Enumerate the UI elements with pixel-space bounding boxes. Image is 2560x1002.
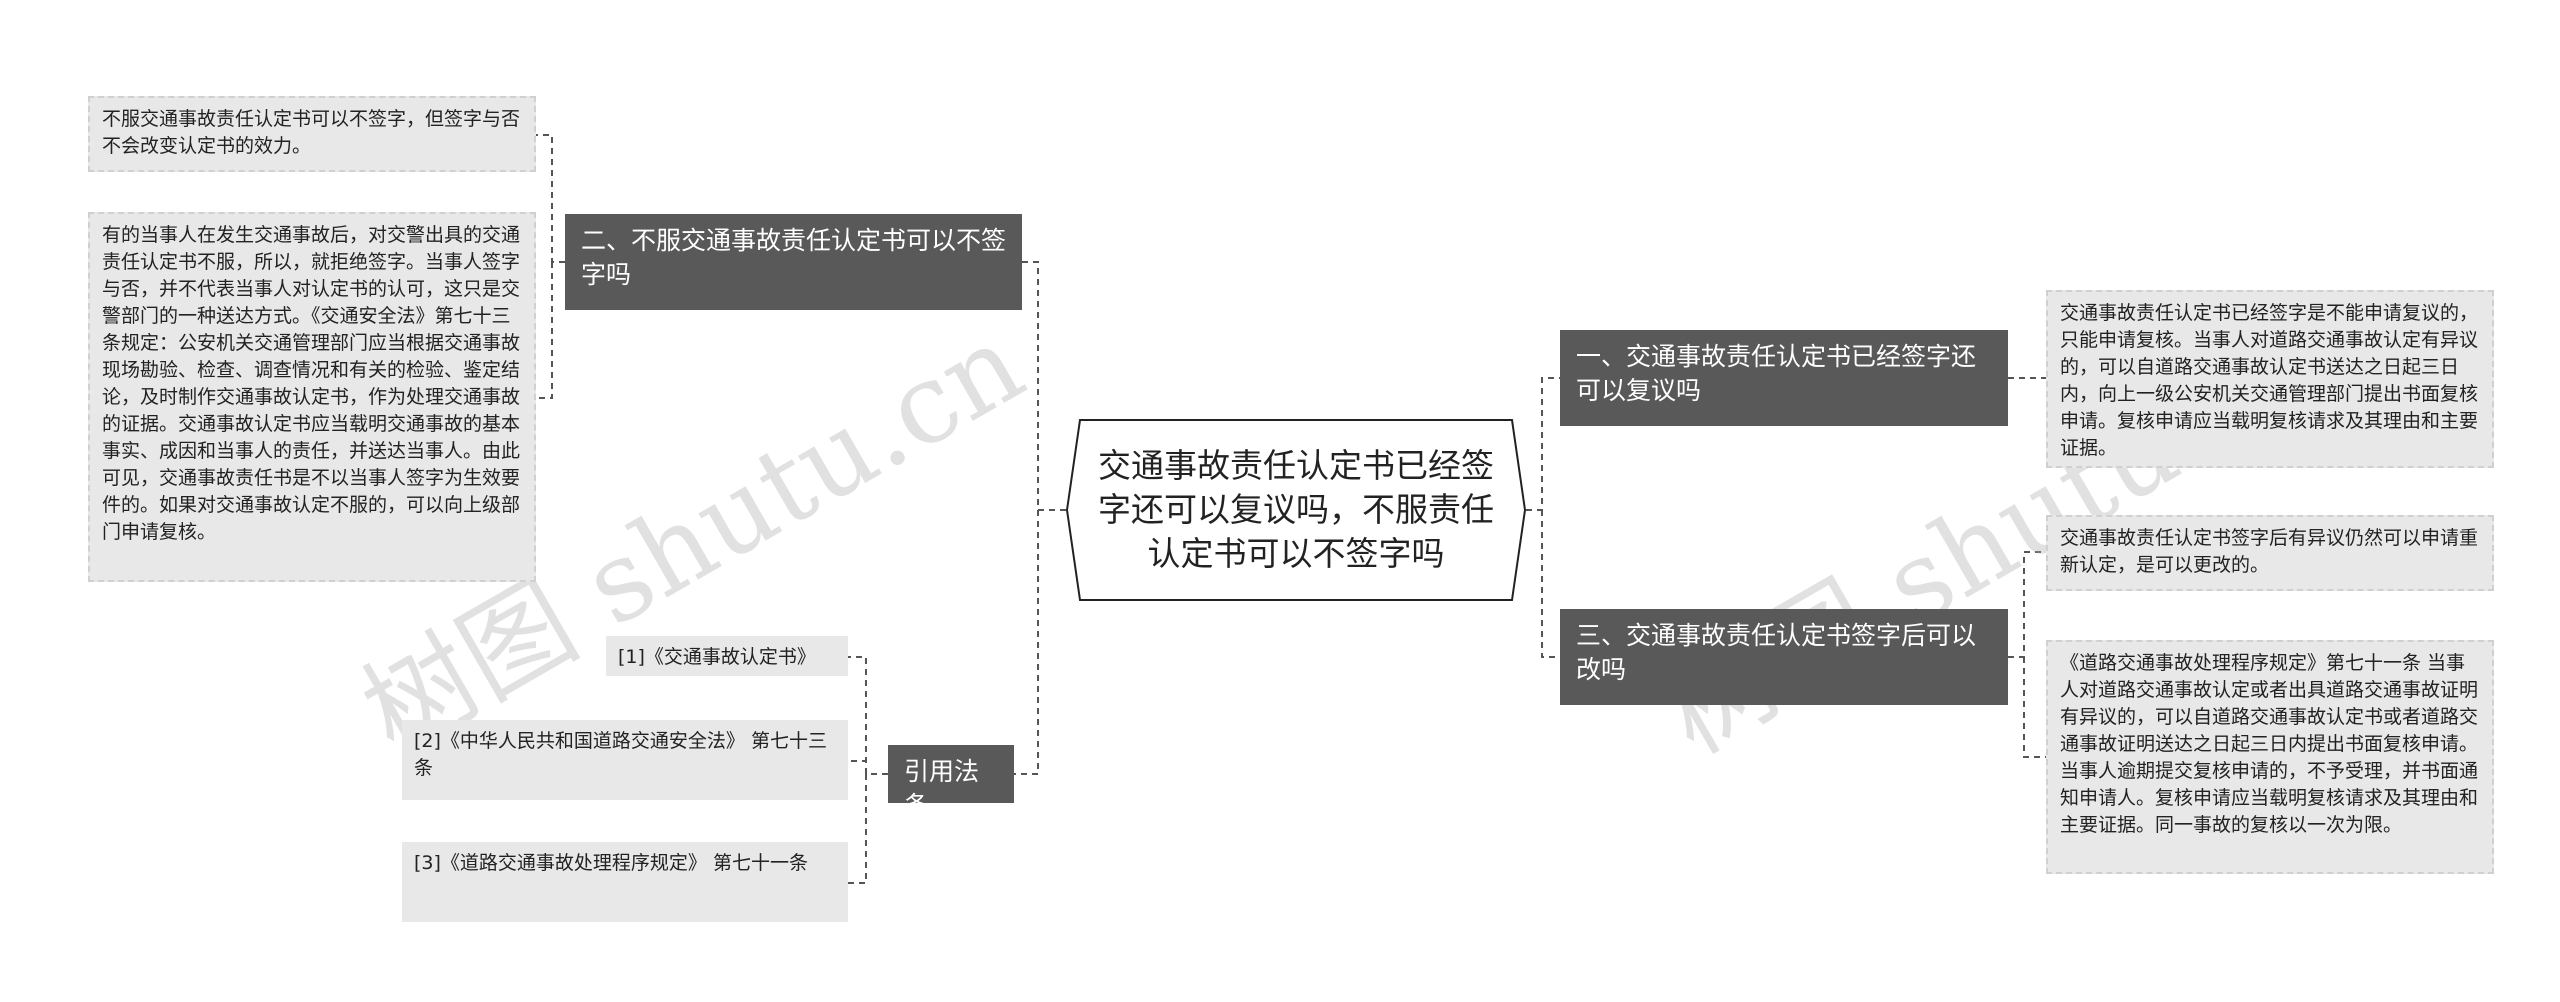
branch-can-change[interactable]: 三、交通事故责任认定书签字后可以改吗 [1560,609,2008,705]
branch-reconsideration[interactable]: 一、交通事故责任认定书已经签字还可以复议吗 [1560,330,2008,426]
leaf-not-signing-detail[interactable]: 有的当事人在发生交通事故后，对交警出具的交通责任认定书不服，所以，就拒绝签字。当… [88,212,536,582]
leaf-not-signing-detail-text: 有的当事人在发生交通事故后，对交警出具的交通责任认定书不服，所以，就拒绝签字。当… [102,224,521,543]
leaf-reference-2[interactable]: [2]《中华人民共和国道路交通安全法》 第七十三条 [402,720,848,800]
branch-can-change-label: 三、交通事故责任认定书签字后可以改吗 [1576,621,1977,684]
link-right-bottom-leaves [2008,551,2046,758]
central-topic[interactable]: 交通事故责任认定书已经签字还可以复议吗，不服责任认定书可以不签字吗 [1066,419,1526,601]
leaf-reference-1-text: [1]《交通事故认定书》 [618,646,816,668]
leaf-reference-3[interactable]: [3]《道路交通事故处理程序规定》 第七十一条 [402,842,848,922]
leaf-reconsideration-detail-text: 交通事故责任认定书已经签字是不能申请复议的，只能申请复核。当事人对道路交通事故认… [2060,302,2479,459]
leaf-reference-2-text: [2]《中华人民共和国道路交通安全法》 第七十三条 [414,730,827,779]
leaf-can-change-regulation-text: 《道路交通事故处理程序规定》第七十一条 当事人对道路交通事故认定或者出具道路交通… [2060,652,2479,836]
leaf-not-signing-summary[interactable]: 不服交通事故责任认定书可以不签字，但签字与否不会改变认定书的效力。 [88,96,536,172]
leaf-reconsideration-detail[interactable]: 交通事故责任认定书已经签字是不能申请复议的，只能申请复核。当事人对道路交通事故认… [2046,290,2494,468]
central-topic-shape [1066,419,1526,601]
branch-not-signing-label: 二、不服交通事故责任认定书可以不签字吗 [581,226,1007,289]
leaf-not-signing-summary-text: 不服交通事故责任认定书可以不签字，但签字与否不会改变认定书的效力。 [102,108,521,157]
leaf-can-change-summary-text: 交通事故责任认定书签字后有异议仍然可以申请重新认定，是可以更改的。 [2060,527,2479,576]
link-center-right [1526,377,1560,658]
branch-references[interactable]: 引用法条 [888,745,1014,820]
link-refs-leaves [848,656,888,884]
branch-references-label: 引用法条 [904,757,980,820]
link-center-left [1014,261,1066,775]
branch-not-signing[interactable]: 二、不服交通事故责任认定书可以不签字吗 [565,214,1022,310]
branch-reconsideration-label: 一、交通事故责任认定书已经签字还可以复议吗 [1576,342,1977,405]
leaf-reference-1[interactable]: [1]《交通事故认定书》 [606,636,848,676]
link-left-top-leaves [536,134,565,399]
central-topic-label: 交通事故责任认定书已经签字还可以复议吗，不服责任认定书可以不签字吗 [1098,446,1494,573]
leaf-reference-3-text: [3]《道路交通事故处理程序规定》 第七十一条 [414,852,808,874]
leaf-can-change-regulation[interactable]: 《道路交通事故处理程序规定》第七十一条 当事人对道路交通事故认定或者出具道路交通… [2046,640,2494,874]
leaf-can-change-summary[interactable]: 交通事故责任认定书签字后有异议仍然可以申请重新认定，是可以更改的。 [2046,515,2494,591]
